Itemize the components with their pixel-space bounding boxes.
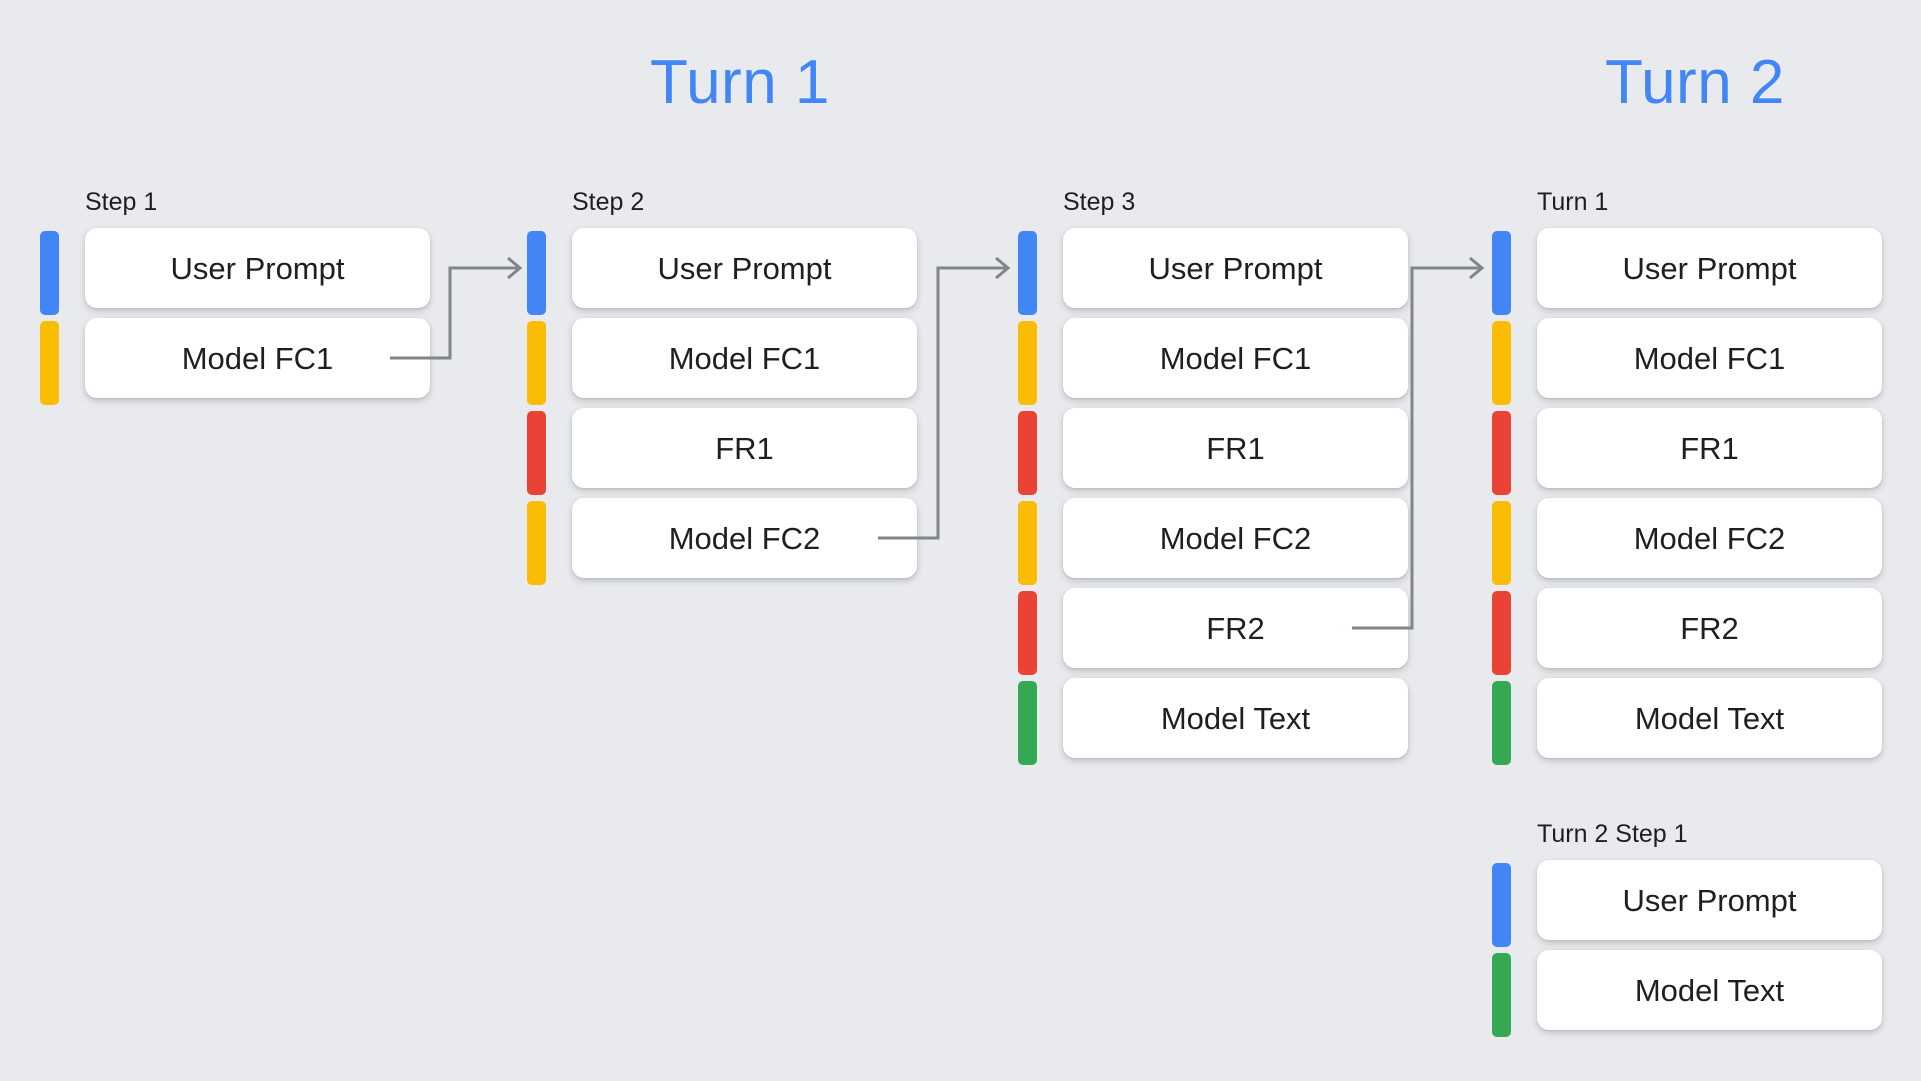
message-box[interactable]: FR2: [1537, 588, 1882, 668]
turn-title: Turn 2: [1605, 48, 1785, 117]
message-box[interactable]: Model FC2: [572, 498, 917, 578]
message-box[interactable]: Model FC1: [85, 318, 430, 398]
role-color-bar-red: [1018, 591, 1037, 675]
column-label: Step 3: [1063, 188, 1136, 216]
role-color-bar-green: [1492, 953, 1511, 1037]
message-row: User Prompt: [1492, 860, 1882, 950]
message-row: Model Text: [1492, 950, 1882, 1040]
message-label: User Prompt: [1148, 250, 1323, 286]
message-label: Model FC1: [668, 340, 821, 376]
message-label: Model FC1: [1633, 340, 1786, 376]
message-row: User Prompt: [40, 228, 430, 318]
role-color-bar-red: [1492, 411, 1511, 495]
message-row: FR1: [527, 408, 917, 498]
message-box[interactable]: Model FC1: [1063, 318, 1408, 398]
role-color-bar-red: [527, 411, 546, 495]
message-row: FR2: [1018, 588, 1408, 678]
message-row: User Prompt: [527, 228, 917, 318]
message-label: FR1: [1206, 430, 1265, 466]
message-label: Model FC1: [181, 340, 334, 376]
message-row: User Prompt: [1018, 228, 1408, 318]
turn-title: Turn 1: [650, 48, 830, 117]
message-label: FR1: [715, 430, 774, 466]
message-label: Model Text: [1160, 700, 1311, 736]
message-label: User Prompt: [170, 250, 345, 286]
message-label: FR1: [1680, 430, 1739, 466]
role-color-bar-yellow: [1492, 321, 1511, 405]
message-label: Model Text: [1634, 700, 1785, 736]
role-color-bar-yellow: [1018, 501, 1037, 585]
message-label: Model Text: [1634, 972, 1785, 1008]
message-box[interactable]: User Prompt: [1537, 228, 1882, 308]
role-color-bar-blue: [40, 231, 59, 315]
message-box[interactable]: Model FC2: [1063, 498, 1408, 578]
role-color-bar-blue: [527, 231, 546, 315]
message-row: User Prompt: [1492, 228, 1882, 318]
message-box[interactable]: FR1: [572, 408, 917, 488]
role-color-bar-yellow: [527, 501, 546, 585]
connector-arrow: [1352, 256, 1485, 630]
column-label: Step 2: [572, 188, 645, 216]
message-box[interactable]: Model FC1: [1537, 318, 1882, 398]
role-color-bar-blue: [1492, 863, 1511, 947]
role-color-bar-red: [1492, 591, 1511, 675]
message-row: Model FC2: [1018, 498, 1408, 588]
role-color-bar-green: [1018, 681, 1037, 765]
connector-arrow: [878, 256, 1011, 540]
message-label: FR2: [1206, 610, 1265, 646]
message-row: FR1: [1018, 408, 1408, 498]
message-row: Model Text: [1492, 678, 1882, 768]
message-label: Model FC1: [1159, 340, 1312, 376]
message-label: User Prompt: [1622, 250, 1797, 286]
role-color-bar-blue: [1018, 231, 1037, 315]
message-box[interactable]: FR1: [1537, 408, 1882, 488]
message-label: Model FC2: [1159, 520, 1312, 556]
message-box[interactable]: User Prompt: [1063, 228, 1408, 308]
message-row: Model Text: [1018, 678, 1408, 768]
message-box[interactable]: FR1: [1063, 408, 1408, 488]
message-row: Model FC1: [1018, 318, 1408, 408]
message-box[interactable]: Model Text: [1063, 678, 1408, 758]
message-row: Model FC1: [527, 318, 917, 408]
column-label: Step 1: [85, 188, 158, 216]
connector-arrow: [390, 256, 523, 360]
message-box[interactable]: FR2: [1063, 588, 1408, 668]
message-box[interactable]: Model Text: [1537, 950, 1882, 1030]
role-color-bar-yellow: [527, 321, 546, 405]
role-color-bar-green: [1492, 681, 1511, 765]
message-row: FR1: [1492, 408, 1882, 498]
message-row: Model FC2: [1492, 498, 1882, 588]
role-color-bar-red: [1018, 411, 1037, 495]
message-box[interactable]: User Prompt: [572, 228, 917, 308]
message-label: User Prompt: [657, 250, 832, 286]
message-box[interactable]: Model FC2: [1537, 498, 1882, 578]
role-color-bar-yellow: [1018, 321, 1037, 405]
message-label: Model FC2: [668, 520, 821, 556]
role-color-bar-yellow: [40, 321, 59, 405]
column-label: Turn 1: [1537, 188, 1609, 216]
role-color-bar-yellow: [1492, 501, 1511, 585]
message-label: User Prompt: [1622, 882, 1797, 918]
role-color-bar-blue: [1492, 231, 1511, 315]
message-row: Model FC2: [527, 498, 917, 588]
message-box[interactable]: User Prompt: [1537, 860, 1882, 940]
message-row: FR2: [1492, 588, 1882, 678]
message-row: Model FC1: [1492, 318, 1882, 408]
message-label: FR2: [1680, 610, 1739, 646]
message-box[interactable]: User Prompt: [85, 228, 430, 308]
message-box[interactable]: Model Text: [1537, 678, 1882, 758]
message-row: Model FC1: [40, 318, 430, 408]
message-box[interactable]: Model FC1: [572, 318, 917, 398]
column-label: Turn 2 Step 1: [1537, 820, 1688, 848]
message-label: Model FC2: [1633, 520, 1786, 556]
